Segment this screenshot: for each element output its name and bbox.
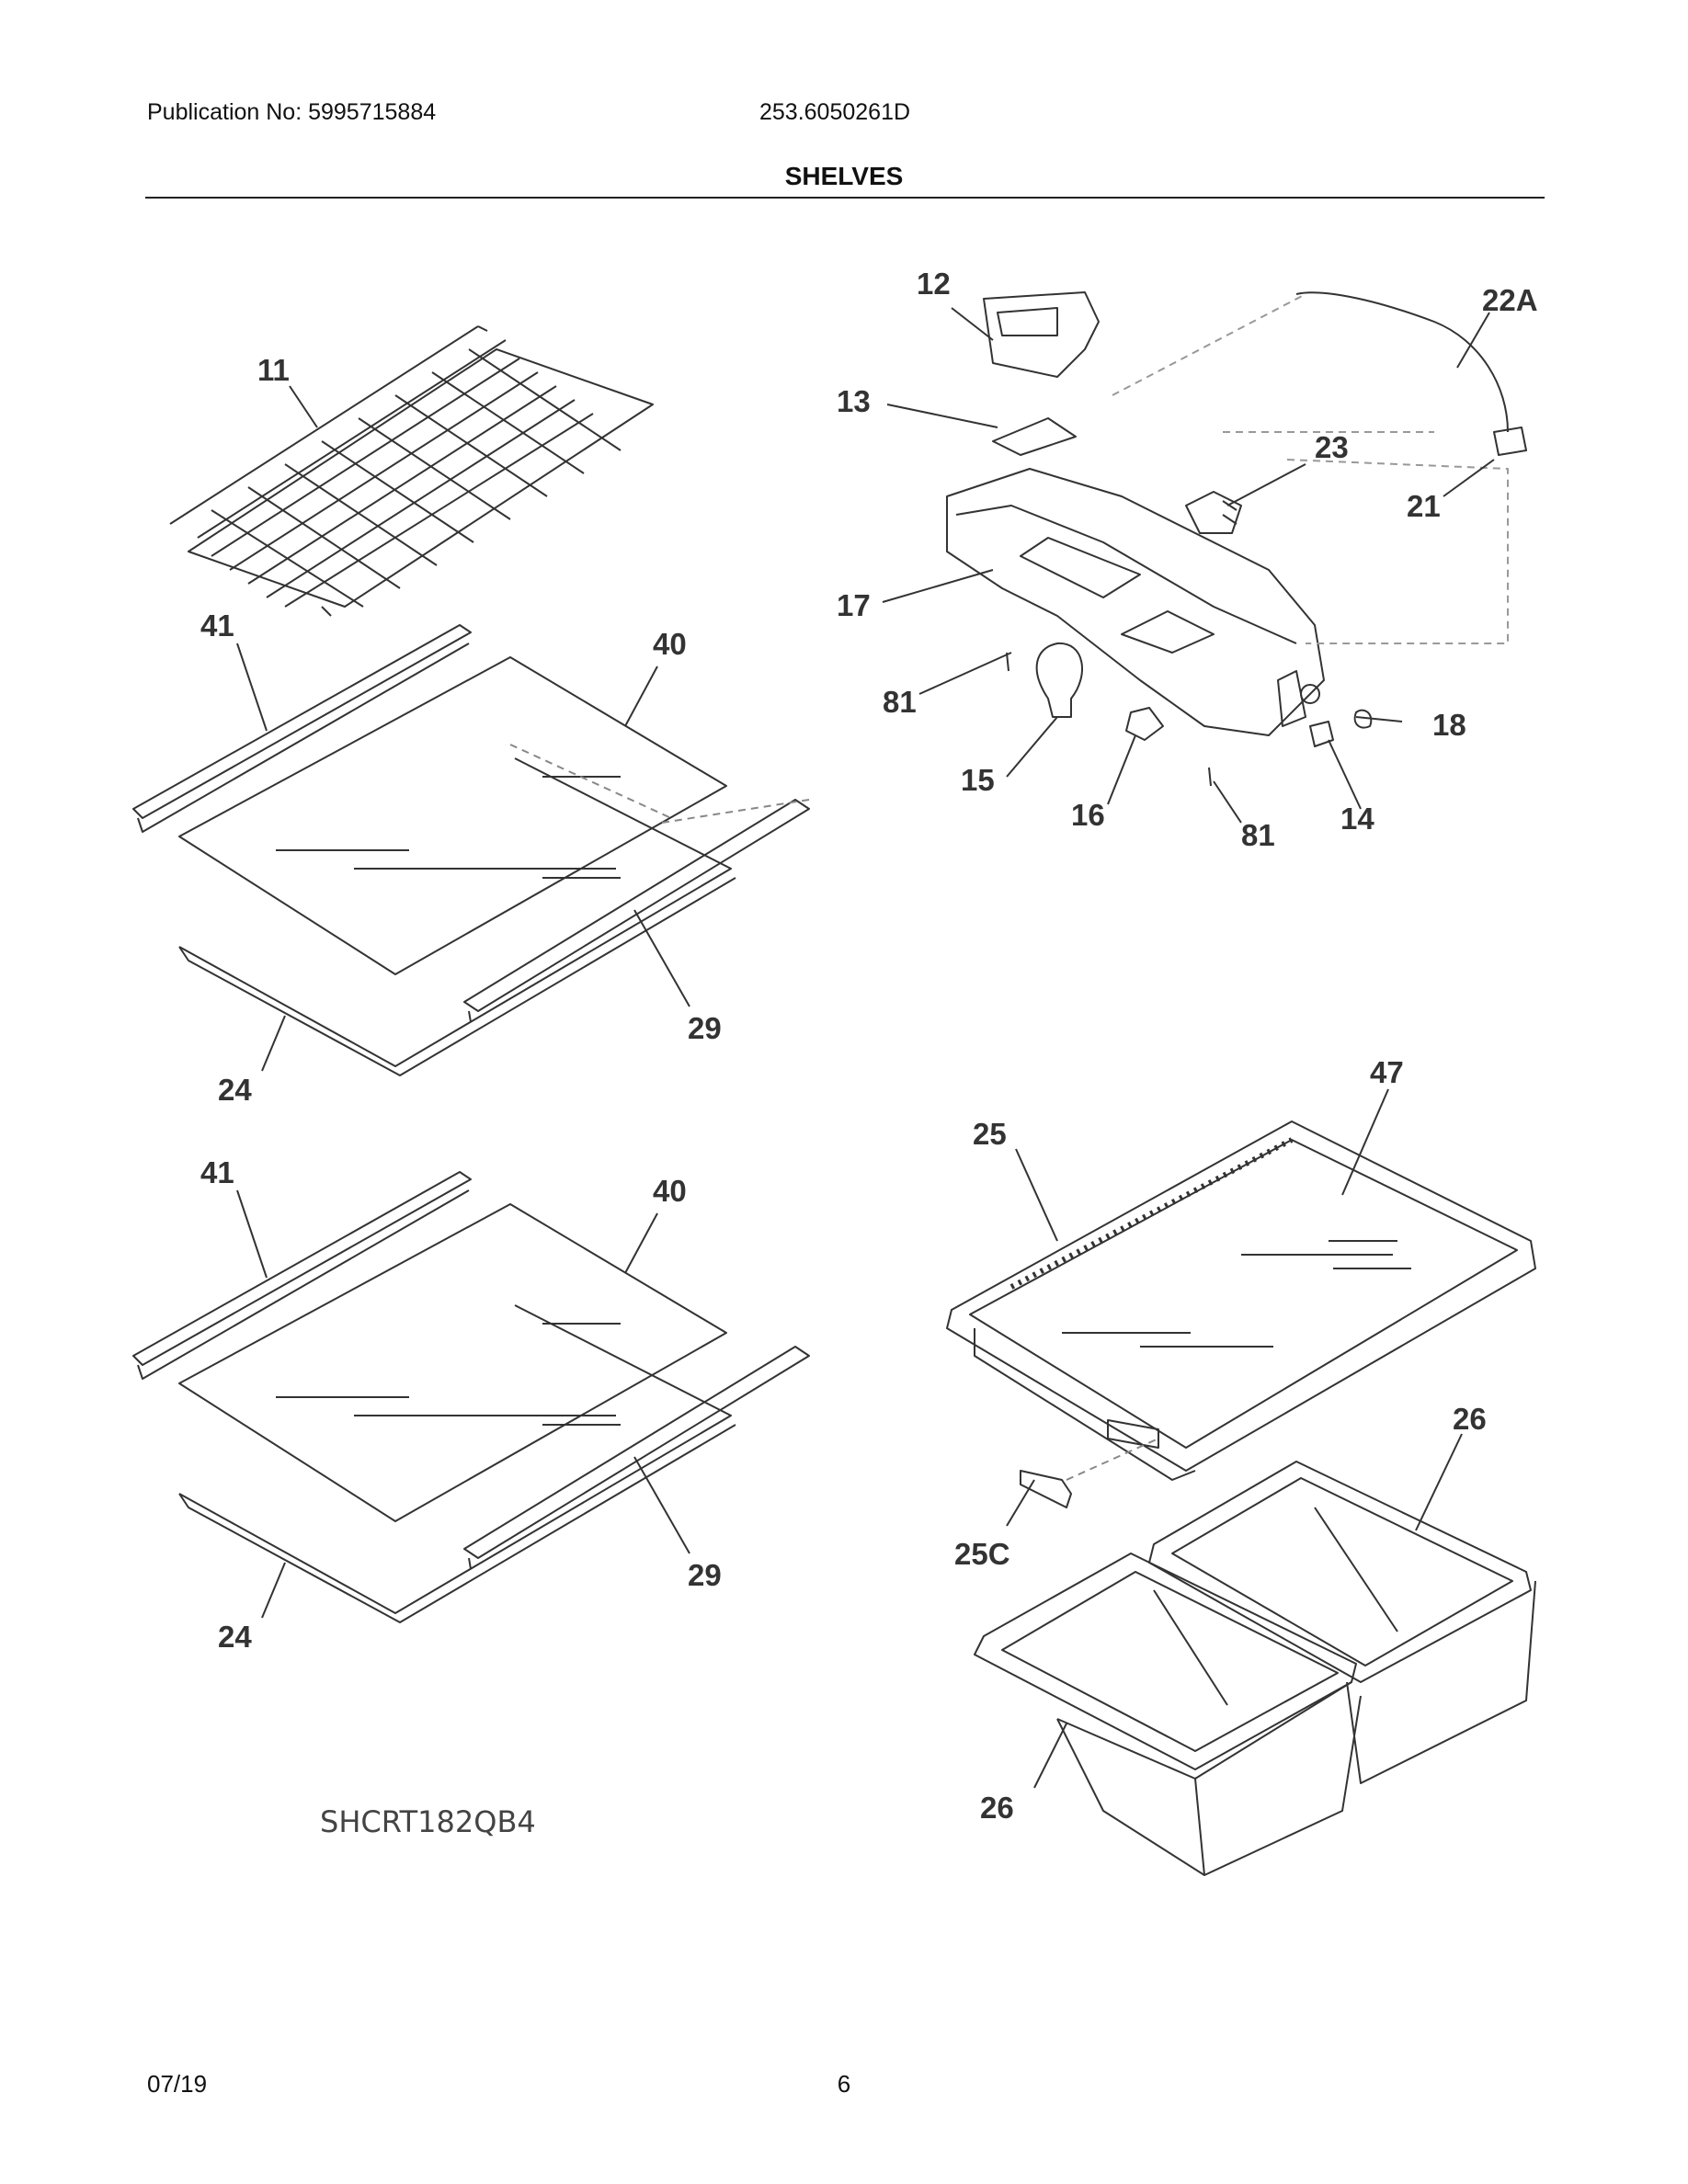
callout-label: 15 (961, 763, 995, 797)
model-code-label: SHCRT182QB4 (320, 1804, 536, 1839)
wire-shelf-part (169, 325, 654, 617)
exploded-parts-diagram: 12 22A 11 13 23 21 17 41 40 81 18 15 16 … (132, 267, 1538, 1876)
glass-shelf-upper (132, 624, 810, 1076)
footer-date: 07/19 (147, 2070, 208, 2098)
crisper-cover-part (946, 1120, 1536, 1508)
page-number: 6 (837, 2070, 851, 2098)
callout-label: 26 (1453, 1402, 1487, 1436)
publication-number: Publication No: 5995715884 (147, 99, 437, 125)
callout-label: 22A (1482, 283, 1538, 317)
header-divider (145, 197, 1545, 199)
callout-label: 29 (688, 1558, 722, 1592)
callout-label: 18 (1432, 708, 1466, 742)
callout-label: 24 (218, 1073, 252, 1107)
glass-shelf-lower (132, 1171, 810, 1623)
callout-label: 47 (1370, 1055, 1404, 1089)
page-title: SHELVES (784, 162, 904, 190)
callout-label: 25 (973, 1117, 1007, 1151)
callout-label: 40 (653, 1174, 687, 1208)
callout-label: 40 (653, 627, 687, 661)
callout-label: 12 (917, 267, 951, 301)
callout-label: 25C (954, 1537, 1010, 1571)
callout-label: 17 (837, 588, 871, 622)
callout-label: 16 (1071, 798, 1105, 832)
callout-label: 41 (200, 609, 234, 643)
callout-label: 11 (257, 353, 290, 387)
callout-label: 26 (980, 1791, 1014, 1825)
leader-lines (236, 307, 1495, 1789)
callout-label: 13 (837, 384, 871, 418)
callout-label: 29 (688, 1011, 722, 1045)
callout-label: 24 (218, 1620, 252, 1654)
crisper-drawers-part (974, 1461, 1536, 1876)
callout-label: 81 (883, 685, 917, 719)
callout-label: 23 (1315, 430, 1349, 464)
control-housing-part (946, 291, 1325, 736)
model-number: 253.6050261D (759, 99, 911, 125)
small-parts (1006, 291, 1527, 787)
callout-label: 14 (1340, 802, 1374, 836)
callout-labels: 12 22A 11 13 23 21 17 41 40 81 18 15 16 … (200, 267, 1538, 1825)
callout-label: 81 (1241, 818, 1275, 852)
callout-label: 41 (200, 1155, 234, 1189)
callout-label: 21 (1407, 489, 1441, 523)
